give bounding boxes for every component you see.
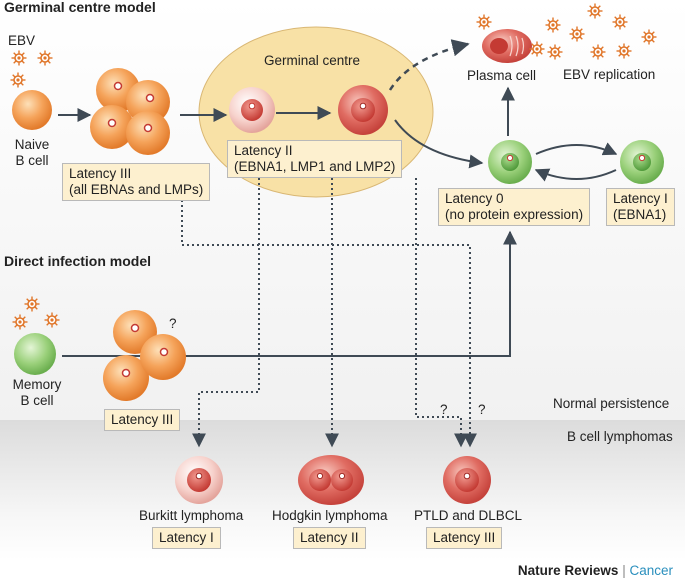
- arrow-gc-to-plasma-dashed: [388, 39, 470, 91]
- question-mark: ?: [478, 402, 486, 417]
- latency2-bottom-box: Latency II: [293, 527, 366, 549]
- latency0-box: Latency 0(no protein expression): [438, 188, 591, 226]
- gc-red-cell: [338, 85, 388, 135]
- latency0-green-cell: [488, 140, 532, 184]
- burkitt-cell: [175, 456, 223, 504]
- latency1-box: Latency I(EBNA1): [606, 188, 675, 226]
- question-mark: ?: [169, 316, 177, 331]
- gc-pale-cell: [229, 87, 275, 133]
- germinal-centre-label: Germinal centre: [264, 53, 361, 68]
- burkitt-lymphoma-label: Burkitt lymphoma: [139, 508, 244, 523]
- journal-section: Cancer: [629, 563, 673, 578]
- journal-credit: Nature Reviews | Cancer: [518, 563, 673, 578]
- arrow-latency0-to-latency1: [535, 142, 618, 156]
- dotted-gc-to-burkitt: [192, 178, 260, 448]
- ptld-cell: [443, 456, 491, 504]
- dotted-memory-to-ptld: [415, 178, 468, 448]
- latency3-middle-cell-cluster: [103, 310, 186, 401]
- b-cell-lymphomas-label: B cell lymphomas: [567, 429, 673, 444]
- latency3-bottom-box: Latency III: [426, 527, 503, 549]
- latency3-top-box: Latency III(all EBNAs and LMPs): [62, 163, 211, 201]
- memory-b-cell: [14, 333, 56, 375]
- plasma-cell-label: Plasma cell: [467, 68, 537, 83]
- arrow-latency1-to-latency0: [534, 168, 617, 182]
- normal-persistence-label: Normal persistence: [553, 396, 670, 411]
- plasma-cell: [482, 29, 532, 63]
- arrow-gc-to-latency0: [394, 119, 484, 169]
- dotted-latency3-to-ptld: [181, 200, 477, 448]
- arrow-memory-path: [62, 230, 517, 357]
- hodgkin-cell: [298, 455, 364, 505]
- latency2-gc-box: Latency II(EBNA1, LMP1 and LMP2): [227, 140, 403, 178]
- ptld-dlbcl-label: PTLD and DLBCL: [414, 508, 523, 523]
- question-mark: ?: [440, 402, 448, 417]
- latency3-cell-cluster: [90, 68, 170, 155]
- naive-b-cell: [12, 90, 52, 130]
- ebv-replication-label: EBV replication: [563, 67, 656, 82]
- latency3-middle-box: Latency III: [104, 409, 181, 431]
- latency1-green-cell: [620, 140, 664, 184]
- footer-separator: |: [622, 563, 626, 578]
- ebv-label: EBV: [8, 33, 36, 48]
- latency1-bottom-box: Latency I: [152, 527, 221, 549]
- direct-infection-model-header: Direct infection model: [4, 253, 152, 269]
- hodgkin-lymphoma-label: Hodgkin lymphoma: [272, 508, 388, 523]
- journal-name: Nature Reviews: [517, 563, 619, 578]
- germinal-centre-model-header: Germinal centre model: [4, 0, 156, 15]
